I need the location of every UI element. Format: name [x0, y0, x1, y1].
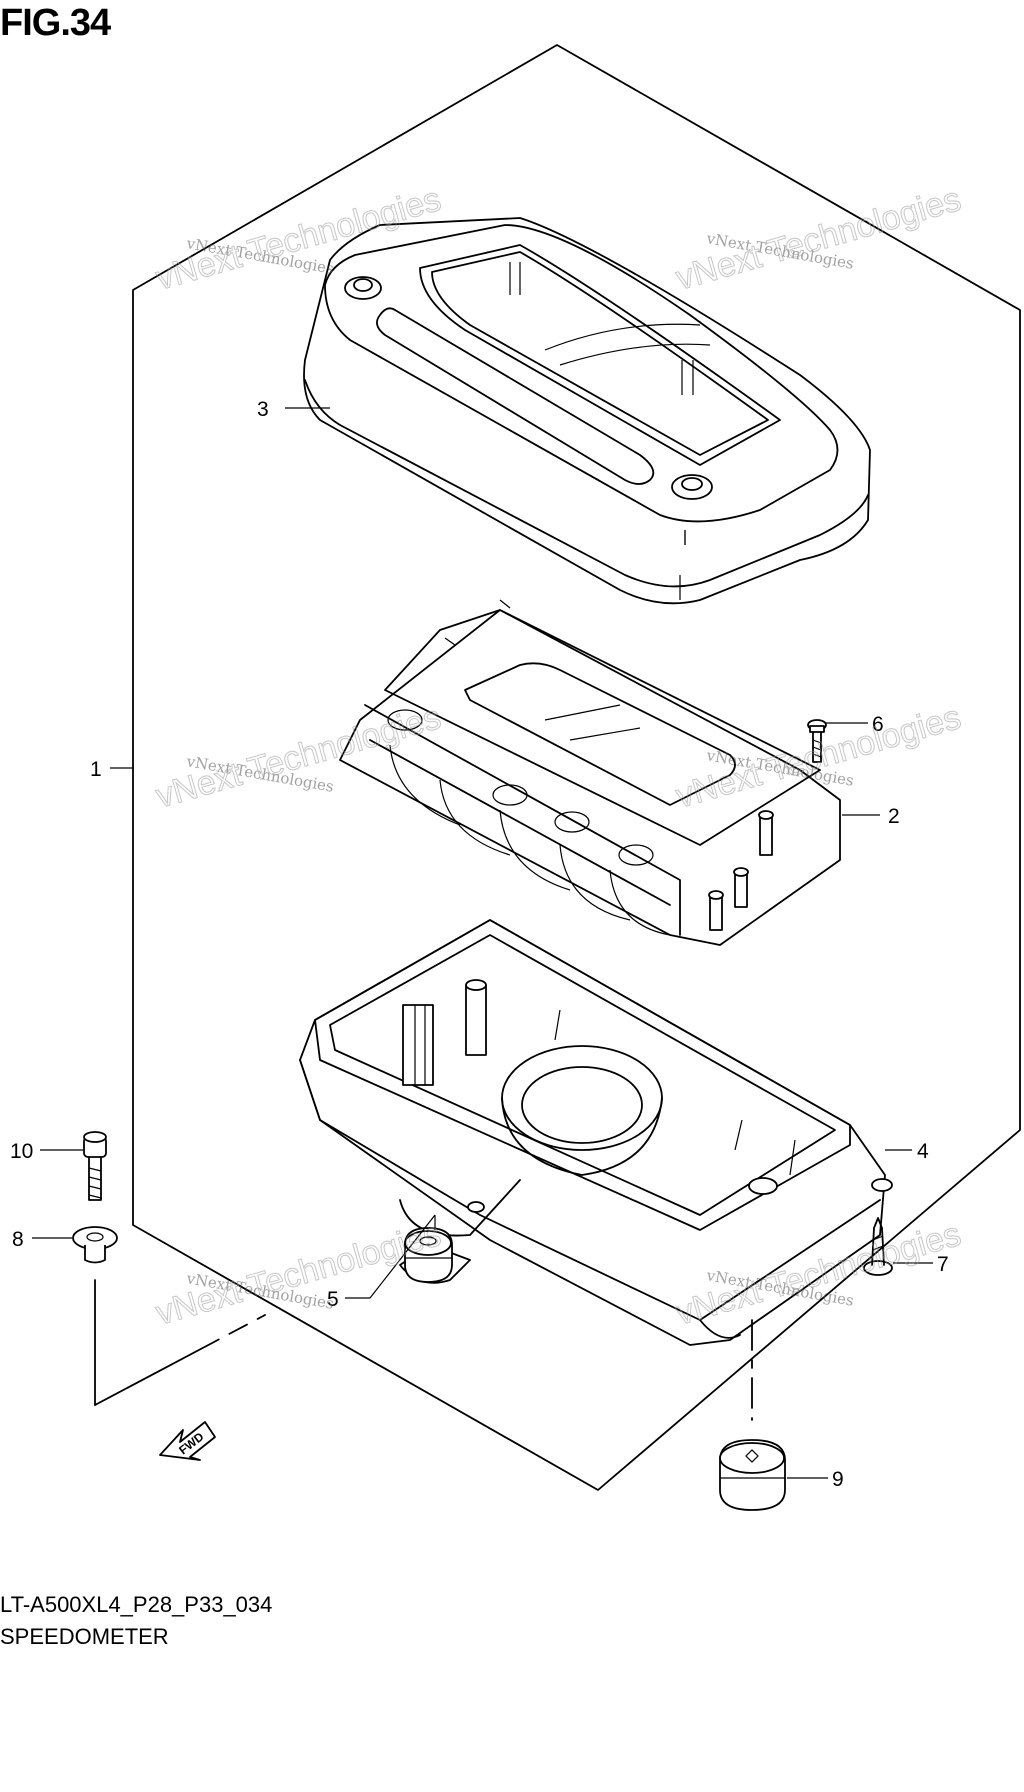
callout-6: 6: [872, 713, 884, 736]
figure-title: FIG.34: [0, 2, 111, 44]
figure-name: SPEEDOMETER: [0, 1624, 169, 1649]
part-5-grommet: [404, 1215, 453, 1283]
part-2-meter-body: [339, 599, 841, 946]
part-7-tapping-screw: [863, 1217, 893, 1276]
part-6-screw: [807, 719, 827, 763]
callout-10: 10: [10, 1140, 33, 1163]
callout-4: 4: [917, 1140, 929, 1163]
callout-1: 1: [90, 758, 102, 781]
callout-8: 8: [12, 1228, 24, 1251]
callout-2: 2: [888, 805, 900, 828]
callout-5: 5: [327, 1288, 339, 1311]
alignment-line-bolt-diag: [94, 1314, 266, 1406]
part-3-bezel: [303, 217, 871, 605]
leader-5: [345, 1214, 436, 1299]
callout-9: 9: [832, 1468, 844, 1491]
part-10-bolt: [83, 1131, 107, 1201]
figure-code: LT-A500XL4_P28_P33_034: [0, 1592, 273, 1617]
part-9-grommet: [719, 1439, 786, 1511]
assembly-outline: [132, 44, 1021, 1491]
callout-7: 7: [937, 1253, 949, 1276]
callout-3: 3: [257, 398, 269, 421]
fwd-arrow: FWD: [159, 1421, 216, 1461]
part-8-collar: [72, 1226, 118, 1264]
